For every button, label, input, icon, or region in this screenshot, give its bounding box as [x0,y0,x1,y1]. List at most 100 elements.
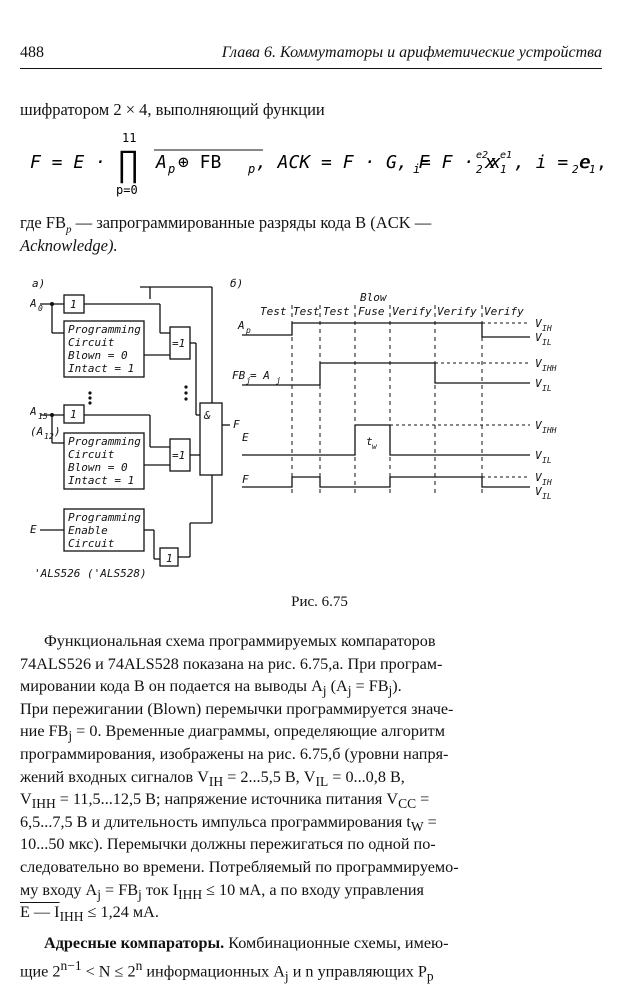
paragraph-2: Адресные компараторы. Комбинационные схе… [20,932,604,984]
prog3-l3: Circuit [68,537,115,550]
wave-f-label: F [242,473,249,486]
p1-line10: 10...50 мкс). Перемычки должны пережигат… [20,835,436,854]
p2-line2: щие 2n−1 < N ≤ 2n информационных Aj и n … [20,955,604,984]
p1-l7-s2: IL [315,773,329,789]
p1-line5: ние FBj = 0. Временные диаграммы, опреде… [20,720,604,743]
formula-rest: , ACK = F · G, F [256,152,431,173]
sup-e2: e2 [476,150,488,161]
phase-2: Test [293,305,320,318]
fig-label-a: a) [32,277,45,290]
prog2-l4: Intact = 1 [68,474,134,487]
p2-l2-sub: j [284,968,289,984]
p2-l2a: щие 2 [20,961,61,980]
p1-line3: мировании кода B он подается на выводы A… [20,675,604,698]
wave-ap-sub: p [245,326,251,335]
wave-ap-label: A [237,319,245,332]
header-rule [20,68,602,69]
p1-l8-t2: = 11,5...12,5 В; напряжение источника пи… [55,790,399,809]
sig-a12-sub: 12 [44,432,54,441]
p1-line2: 74ALS526 и 74ALS528 показана на рис. 6.7… [20,654,443,673]
lvl-7: V [535,471,543,484]
p1-l9-s: W [410,818,424,834]
p1-line1: Функциональная схема программируемых ком… [44,632,436,650]
p1-l3-t: мировании кода B он подается на выводы A [20,677,323,696]
prog2-l1: Programming [68,435,141,448]
figure-svg: a) б) A 0 A 15 (A 12 ) E 1 1 1 =1 =1 & F… [29,277,557,580]
gate-and: & [203,409,211,422]
phase-7: Verify [484,305,524,318]
gate-or2: 1 [70,408,77,421]
p1-line6: программирования, изображены на рис. 6.7… [20,744,449,763]
p1-line13: E — IIHH ≤ 1,24 мА. [20,901,604,924]
sig-a15-sub: 15 [38,412,48,421]
prog1-l2: Circuit [68,336,115,349]
p1-l8-s: IHH [31,796,56,812]
prod-lower: p=0 [116,183,138,197]
formula-comma: , [596,152,607,173]
p2-heading: Адресные компараторы. [44,934,225,952]
p1-l3-t2: (A [326,677,348,696]
p1-l9-t: 6,5...7,5 В и длительность импульса прог… [20,812,411,831]
p1-line7: жений входных сигналов VIH = 2...5,5 В, … [20,766,604,789]
p1-line11: следовательно во времени. Потребляемый п… [20,857,459,876]
sub-2: 2 [476,163,483,176]
lvl-5-sub: IHH [542,426,557,435]
p2-l2d: и n управляющих P [288,961,427,980]
lvl-3: V [535,357,543,370]
sig-a12-close: ) [54,425,61,438]
p1-l8-t3: = [416,790,430,809]
figure-6-75: a) б) A 0 A 15 (A 12 ) E 1 1 1 =1 =1 & F… [29,275,590,585]
p1-l3-t3: = FB [351,677,389,696]
sig-a0: A [30,297,37,310]
prog3-l1: Programming [68,511,141,524]
p2-rest: Комбинационные схемы, имею- [224,934,449,952]
p1-l3-t4: ). [392,677,402,696]
sub-i: i [413,162,420,176]
phase-1: Test [260,305,287,318]
p1-l7-t3: = 0...0,8 В, [328,767,405,786]
phase-4b: Fuse [358,305,385,318]
p1-l7-t: жений входных сигналов V [20,767,209,786]
lvl-7-sub: IH [542,478,552,487]
sup-e1: e1 [500,150,512,161]
gate-or1: 1 [70,298,77,311]
lvl-1-sub: IH [542,324,552,333]
gate-or3: 1 [166,552,173,565]
lvl-8-sub: IL [542,492,552,501]
where-sub: p [65,223,72,236]
prog1-l3: Blown = 0 [68,349,128,362]
p1-l8-t: V [20,790,32,809]
p1-l12-t4: ≤ 10 мА, а по входу управления [202,880,424,899]
p1-line4: При пережигании (Blown) перемычки програ… [20,699,454,718]
x1: x [489,152,501,173]
p1-l13-t: E — I [20,903,60,922]
p1-l3-s2: j [347,683,352,699]
prog1-l4: Intact = 1 [68,362,134,375]
p1-l5-t2: = 0. Временные диаграммы, определяющие а… [72,722,445,741]
wave-fbj-label: FB [232,369,246,382]
p1-l12-s2: j [138,886,142,902]
p1-line9: 6,5...7,5 В и длительность импульса прог… [20,811,604,834]
sub-1: 1 [500,163,507,176]
p1-l9-t2: = [423,812,437,831]
tail2: e [580,152,591,173]
tail-sub2: 2 [572,163,579,176]
p1-l12-s: j [97,886,101,902]
xor-op: ⊕ FB [178,152,221,173]
p1-line8: VIHH = 11,5...12,5 В; напряжение источни… [20,788,604,811]
phase-5: Verify [392,305,432,318]
lvl-4-sub: IL [542,384,552,393]
gate-xor1: =1 [172,337,185,350]
figure-caption: Рис. 6.75 [291,594,348,610]
p1-l12-t3: ток I [141,880,179,899]
p1-l8-s2: CC [398,796,417,812]
sig-e-bar: E [30,523,37,536]
p1-l12-t2: = FB [100,880,138,899]
p1-l13-t2: ≤ 1,24 мА. [83,903,159,922]
page-header: 488 Глава 6. Коммутаторы и арифметически… [20,40,620,64]
prog2-l3: Blown = 0 [68,461,128,474]
phase-3: Test [323,305,350,318]
lvl-6-sub: IL [542,456,552,465]
chip-label: 'ALS526 ('ALS528) [34,567,147,580]
p1-l3-s3: j [388,683,393,699]
